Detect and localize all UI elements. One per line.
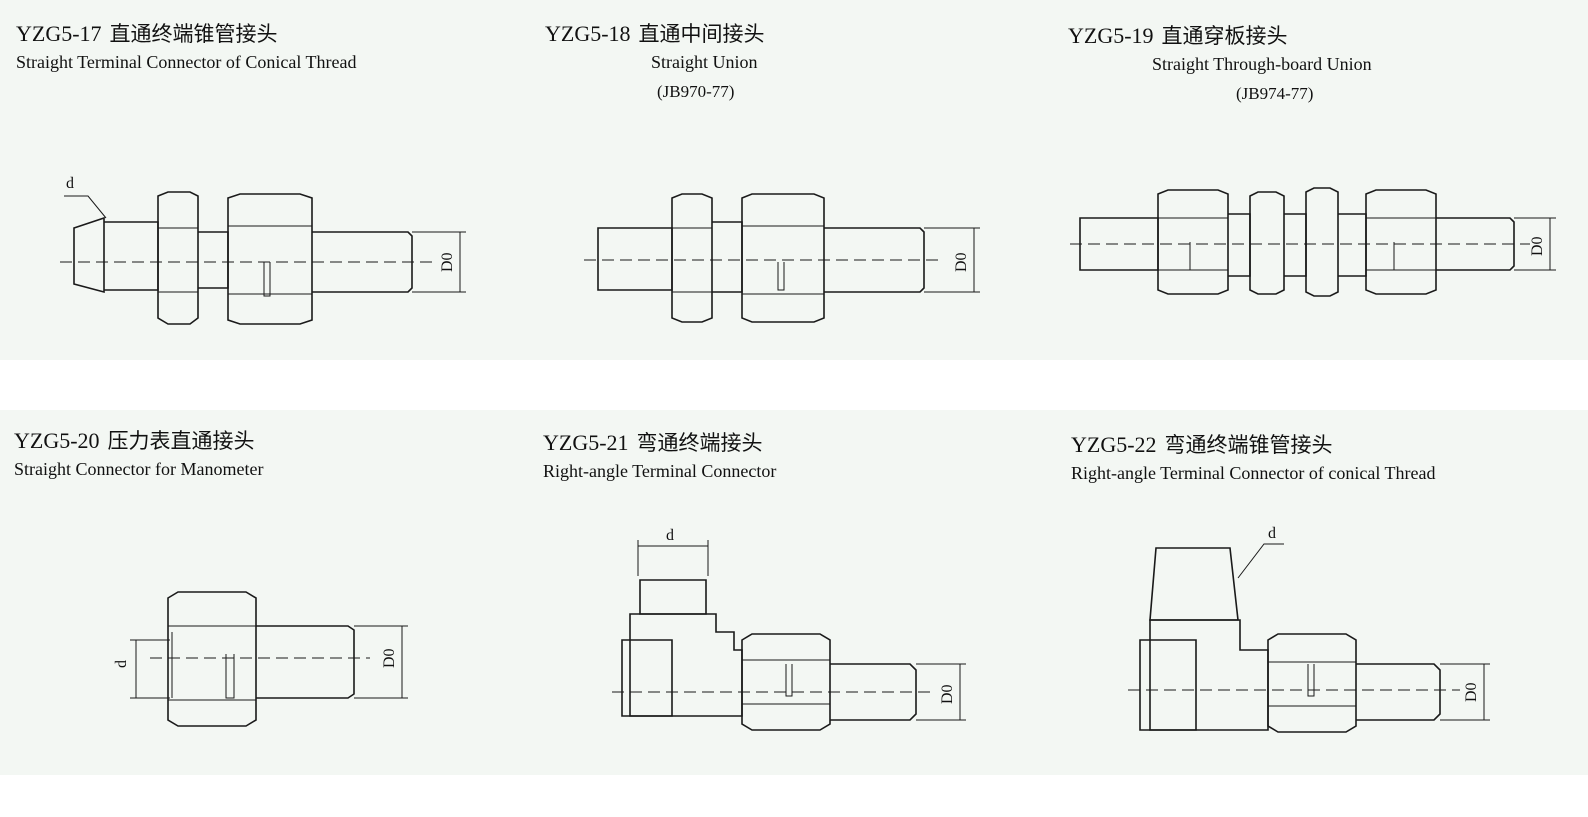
product-name-en: Straight Terminal Connector of Conical T… xyxy=(16,52,357,72)
dim-label-d: d xyxy=(66,175,74,192)
hex-facets xyxy=(742,659,830,705)
board-nut-right xyxy=(1305,187,1339,297)
product-name-en: Right-angle Terminal Connector of conica… xyxy=(1071,463,1436,483)
product-name-cn: 直通穿板接头 xyxy=(1161,24,1288,48)
hex-facets xyxy=(158,227,198,293)
hex-nut xyxy=(1267,633,1357,733)
product-name-cn: 弯通终端接头 xyxy=(636,431,763,455)
dim-label-d: d xyxy=(1268,525,1276,542)
dim-label-d0: D0 xyxy=(1463,682,1480,702)
product-name-en: Straight Union xyxy=(651,52,758,72)
dim-line-d xyxy=(130,639,170,699)
conical-thread xyxy=(73,216,105,294)
inner-bore xyxy=(171,632,235,699)
ferrule-ring xyxy=(1307,664,1315,697)
hex-facets xyxy=(672,227,712,293)
product-name-en: Right-angle Terminal Connector xyxy=(543,461,777,481)
leader-line xyxy=(64,195,107,219)
hex-facets xyxy=(742,225,824,295)
elbow-side xyxy=(621,639,673,717)
elbow-side xyxy=(1139,639,1197,731)
dim-line xyxy=(412,231,466,293)
dim-line xyxy=(924,227,980,293)
dim-label-d0: D0 xyxy=(381,648,398,668)
tube-right xyxy=(824,227,925,293)
bottom-row-background xyxy=(0,410,1588,775)
hex-nut-right xyxy=(741,193,825,323)
product-name-cn: 压力表直通接头 xyxy=(107,429,255,453)
dim-line-d0 xyxy=(354,625,408,699)
hex-facets xyxy=(1366,217,1436,271)
standard-number: (JB974-77) xyxy=(1236,84,1314,103)
hex-nut-right xyxy=(1365,189,1437,295)
product-name-cn: 直通中间接头 xyxy=(638,22,765,46)
tube xyxy=(1356,663,1441,721)
hex-nut xyxy=(741,633,831,731)
product-name-en: Straight Through-board Union xyxy=(1152,54,1372,74)
hex-body-nut xyxy=(157,191,199,325)
standard-number: (JB970-77) xyxy=(657,82,735,101)
dim-label-d: d xyxy=(666,527,674,544)
product-name-en: Straight Connector for Manometer xyxy=(14,459,264,479)
ferrule-rings xyxy=(1189,242,1395,270)
leader-line xyxy=(1237,543,1284,579)
hex-facets xyxy=(168,625,256,701)
tube xyxy=(256,625,355,699)
conical-thread xyxy=(1149,547,1239,621)
hex-union-nut xyxy=(227,193,313,325)
elbow-body xyxy=(1149,619,1269,731)
dim-label-d0: D0 xyxy=(439,252,456,272)
ferrule-ring xyxy=(777,262,785,291)
product-name-cn: 直通终端锥管接头 xyxy=(109,22,278,46)
hex-facets xyxy=(1268,661,1356,707)
top-row-background xyxy=(0,0,1588,360)
hex-nut-left xyxy=(671,193,713,323)
dim-label-d0: D0 xyxy=(953,252,970,272)
hex-nut-left xyxy=(1157,189,1229,295)
board-nut-left xyxy=(1249,191,1285,295)
dim-line xyxy=(1514,217,1556,271)
dim-line-d xyxy=(637,540,709,576)
hex-facets xyxy=(1158,217,1228,271)
tube xyxy=(830,663,917,721)
dim-label-d0: D0 xyxy=(939,684,956,704)
dim-label-d0: D0 xyxy=(1529,236,1546,256)
product-name-cn: 弯通终端锥管接头 xyxy=(1164,433,1333,457)
dim-label-d: d xyxy=(113,660,130,668)
dim-line-d0 xyxy=(1440,663,1490,721)
hex-nut xyxy=(167,591,257,727)
ferrule-ring xyxy=(263,262,271,297)
ferrule-ring xyxy=(785,664,793,697)
dim-line-d0 xyxy=(916,663,966,721)
